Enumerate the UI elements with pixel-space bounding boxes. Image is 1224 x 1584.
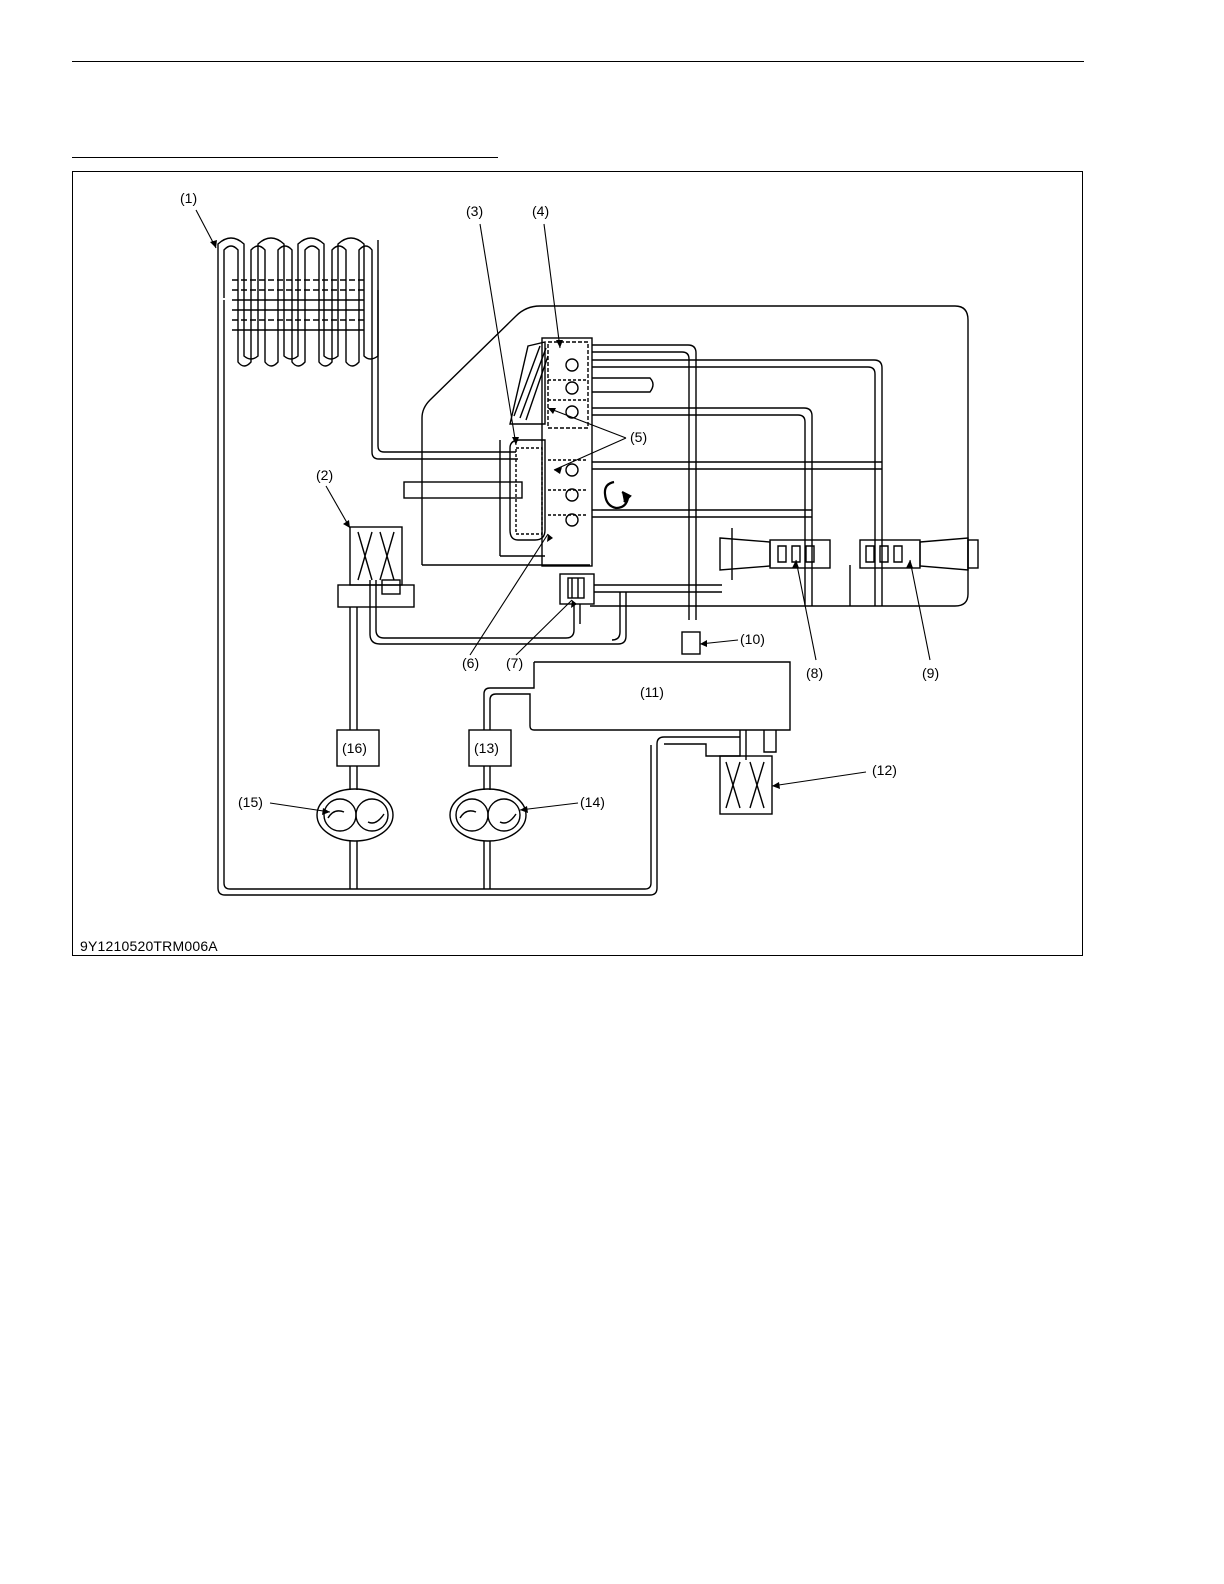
callout-5: (5) <box>630 429 647 445</box>
callout-6: (6) <box>462 655 479 671</box>
relief-valve-7 <box>560 574 594 604</box>
suction-filter-12 <box>664 730 776 814</box>
callout-13: (13) <box>474 740 499 756</box>
figure-code: 9Y1210520TRM006A <box>80 938 218 954</box>
callout-3: (3) <box>466 203 483 219</box>
clutch-pack-3 <box>510 440 545 540</box>
callout-7: (7) <box>506 655 523 671</box>
callout-10: (10) <box>740 631 765 647</box>
callout-14: (14) <box>580 794 605 810</box>
callout-1: (1) <box>180 190 197 206</box>
transmission-housing <box>422 306 968 606</box>
control-valve-8 <box>720 528 830 580</box>
suction-strainer-10 <box>682 632 700 654</box>
callout-12: (12) <box>872 762 897 778</box>
callout-9: (9) <box>922 665 939 681</box>
rotation-arrow-icon <box>605 482 630 508</box>
gear-pump-14 <box>450 789 526 841</box>
callout-8: (8) <box>806 665 823 681</box>
callout-16: (16) <box>342 740 367 756</box>
callout-2: (2) <box>316 467 333 483</box>
oil-cooler <box>218 238 378 366</box>
control-valve-9 <box>860 538 978 570</box>
callout-15: (15) <box>238 794 263 810</box>
callout-11: (11) <box>640 684 664 700</box>
callout-4: (4) <box>532 203 549 219</box>
gear-pump-15 <box>317 789 393 841</box>
